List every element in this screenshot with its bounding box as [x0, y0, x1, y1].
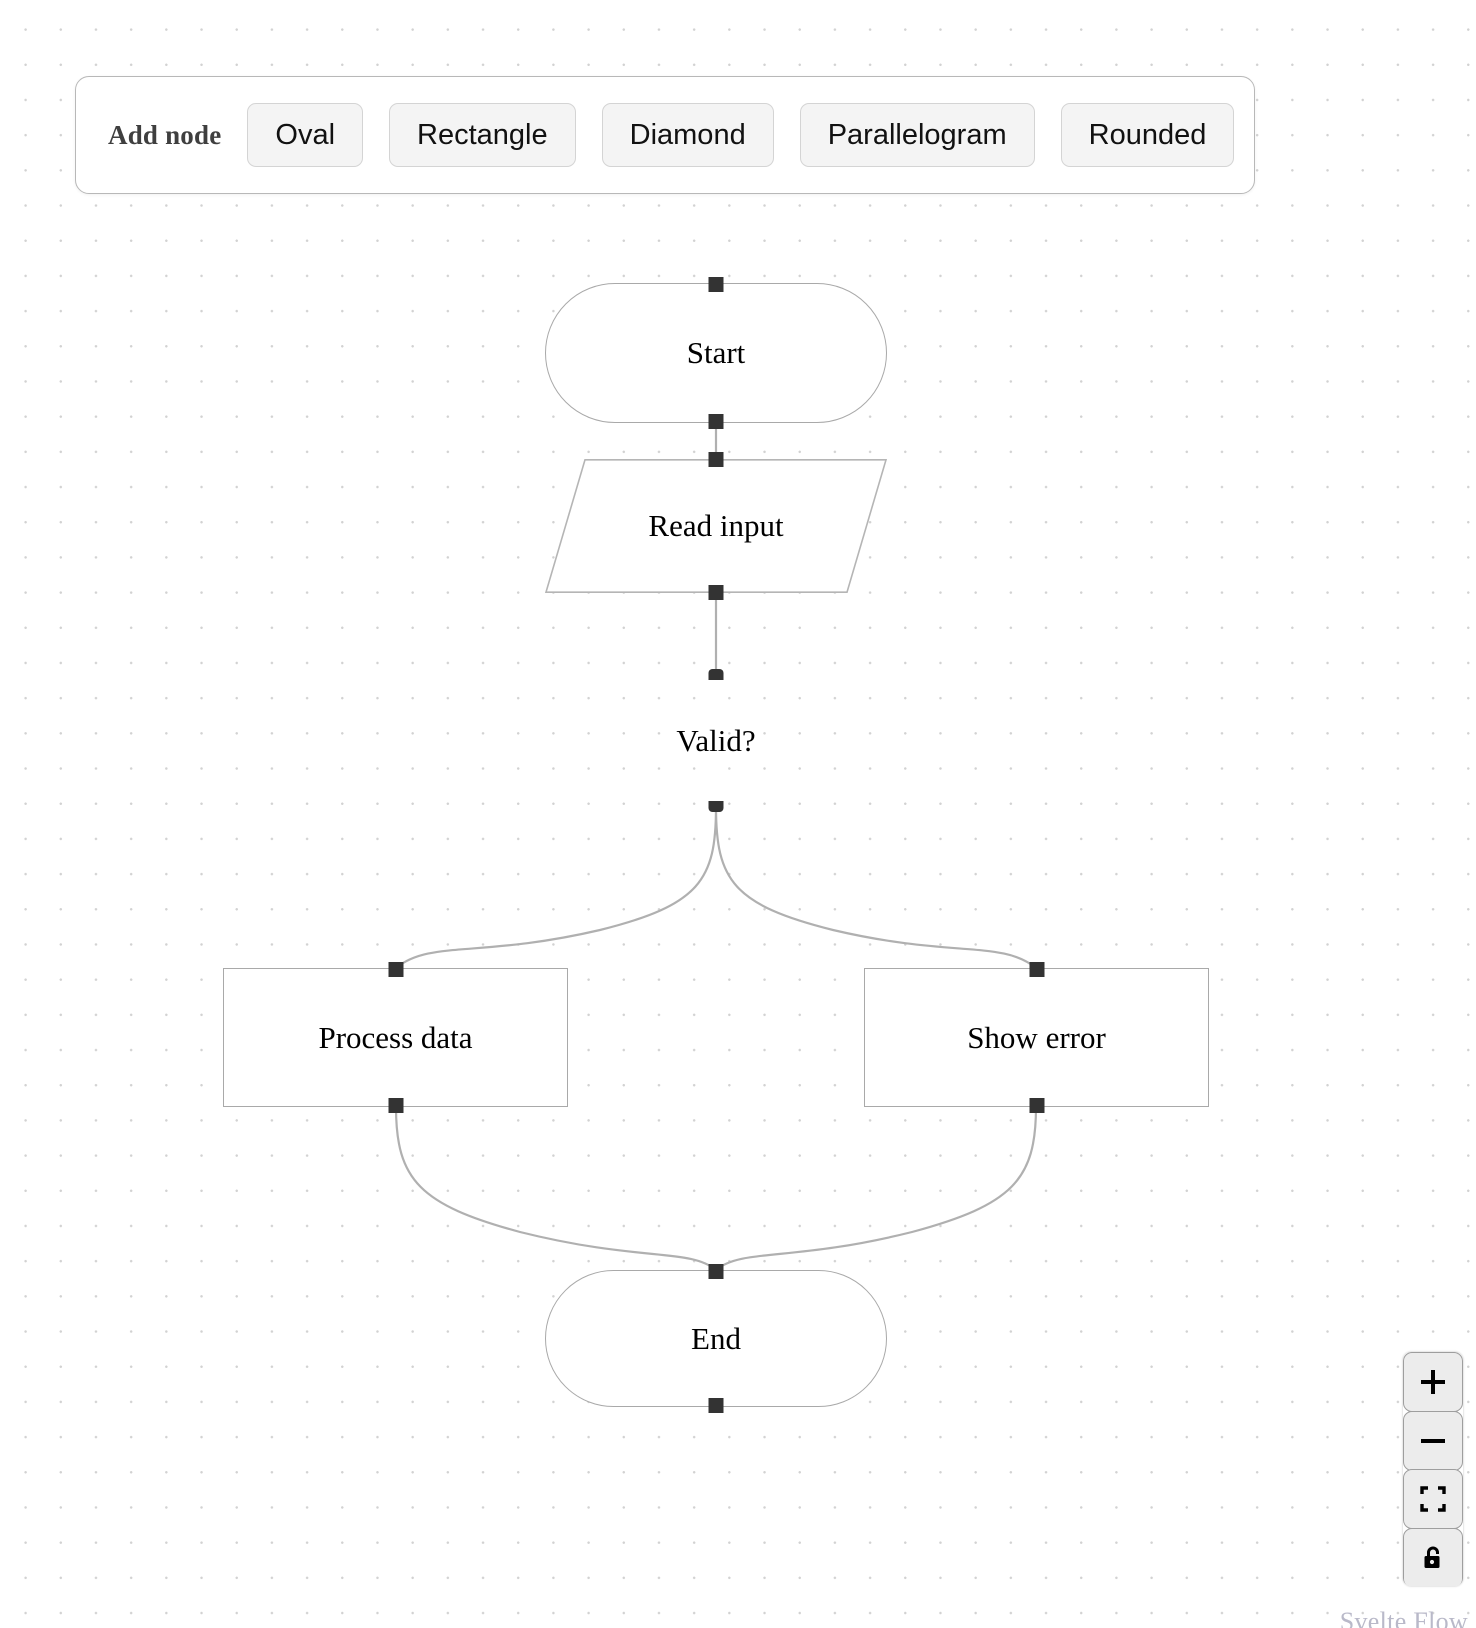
edge-valid-process [394, 805, 718, 970]
flow-controls [1403, 1352, 1463, 1586]
minus-icon [1421, 1438, 1445, 1443]
handle-target-process-data[interactable] [388, 962, 403, 977]
edge-process-end [394, 1105, 718, 1272]
attribution-label[interactable]: Svelte Flow [1339, 1607, 1468, 1628]
flow-node-label: Process data [318, 1019, 473, 1055]
add-oval-button[interactable]: Oval [247, 103, 364, 167]
lock-toggle-button[interactable] [1403, 1527, 1463, 1586]
handle-source-valid[interactable] [708, 801, 724, 812]
handle-source-end[interactable] [708, 1398, 724, 1413]
add-diamond-button[interactable]: Diamond [601, 103, 774, 167]
add-rounded-button[interactable]: Rounded [1060, 103, 1235, 167]
handle-target-show-error[interactable] [1029, 962, 1044, 977]
flow-node-label: Show error [967, 1019, 1106, 1055]
add-node-toolbar: Add node Oval Rectangle Diamond Parallel… [75, 76, 1255, 194]
fit-view-icon [1420, 1486, 1446, 1512]
flow-node-read-input[interactable]: Read input [545, 452, 887, 600]
edge-error-end [714, 1105, 1038, 1272]
flow-node-valid[interactable]: Valid? [600, 669, 832, 812]
add-node-label: Add node [108, 119, 222, 150]
zoom-out-button[interactable] [1403, 1410, 1463, 1471]
fit-view-button[interactable] [1403, 1469, 1463, 1530]
flow-node-label: Valid? [676, 722, 756, 758]
add-rectangle-button[interactable]: Rectangle [389, 103, 576, 167]
handle-source-read-input[interactable] [708, 585, 724, 600]
handle-target-end[interactable] [708, 1264, 724, 1279]
flow-node-process-data[interactable]: Process data [223, 962, 568, 1113]
handle-source-process-data[interactable] [388, 1098, 403, 1113]
flow-node-start[interactable]: Start [545, 277, 887, 429]
handle-source-start[interactable] [708, 414, 724, 429]
zoom-in-button[interactable] [1403, 1352, 1463, 1413]
unlock-icon [1424, 1546, 1440, 1568]
handle-target-valid[interactable] [708, 669, 724, 680]
flow-node-end[interactable]: End [545, 1264, 887, 1413]
flow-node-label: End [691, 1320, 741, 1356]
add-parallelogram-button[interactable]: Parallelogram [799, 103, 1035, 167]
flow-node-label: Start [686, 335, 746, 370]
plus-icon [1421, 1370, 1445, 1395]
handle-source-show-error[interactable] [1029, 1098, 1044, 1113]
edge-valid-error [714, 805, 1038, 970]
parallelogram-shape [545, 459, 887, 593]
flow-node-show-error[interactable]: Show error [864, 962, 1209, 1113]
handle-target-read-input[interactable] [708, 452, 724, 467]
handle-target-start[interactable] [708, 277, 724, 292]
